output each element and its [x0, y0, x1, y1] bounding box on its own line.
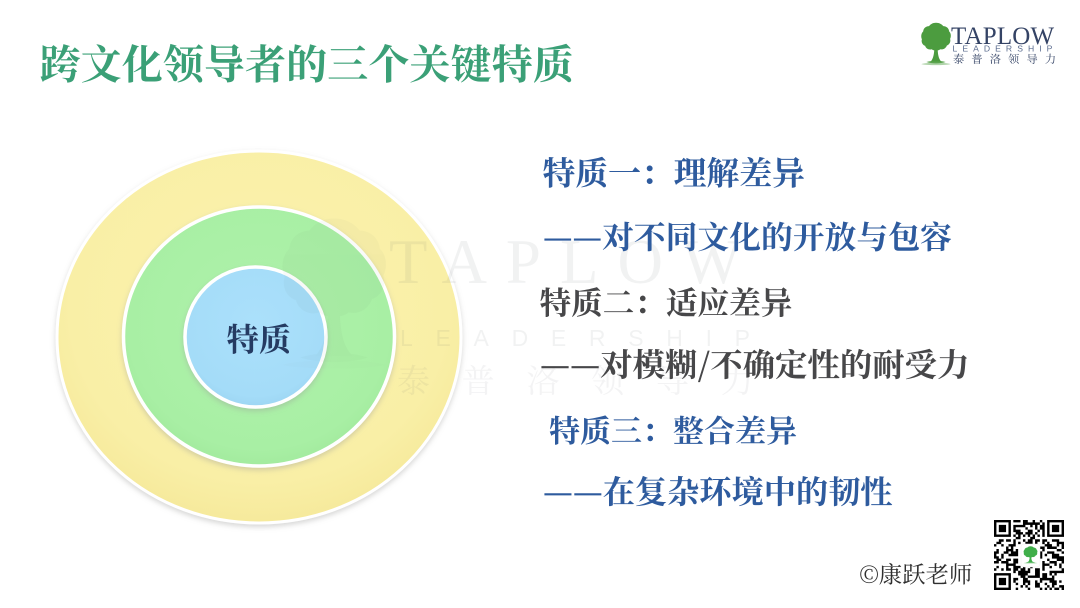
svg-text:LEADERSHIP: LEADERSHIP [400, 325, 773, 351]
svg-text:LEADERSHIP: LEADERSHIP [953, 43, 1058, 53]
svg-text:TAPLOW: TAPLOW [951, 23, 1055, 50]
svg-text:TAPLOW: TAPLOW [389, 227, 760, 297]
